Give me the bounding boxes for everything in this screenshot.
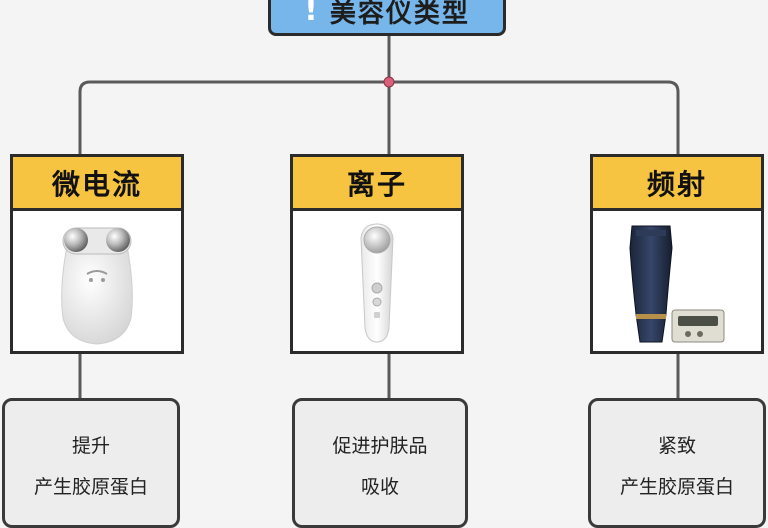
note-line: 产生胶原蛋白 — [33, 476, 148, 498]
connector-lines — [78, 36, 680, 398]
branch-card-radiofrequency: 频射 — [590, 154, 764, 354]
branch-card-microcurrent: 微电流 — [10, 154, 184, 354]
leaf-note-microcurrent: 提升 产生胶原蛋白 — [2, 398, 180, 528]
branch-image — [593, 211, 761, 354]
note-line: 紧致 — [657, 435, 696, 457]
root-title: 美容仪类型 — [329, 0, 470, 29]
root-node: ! 美容仪类型 — [268, 0, 506, 36]
branch-card-ion: 离子 — [290, 154, 464, 354]
branch-image — [293, 211, 461, 354]
ion-device-icon — [360, 222, 394, 343]
radiofrequency-device-icon — [629, 225, 725, 342]
note-line: 吸收 — [360, 476, 399, 498]
branch-title: 离子 — [293, 157, 461, 211]
microcurrent-device-icon — [61, 227, 133, 345]
note-line: 促进护肤品 — [332, 435, 428, 457]
branch-title: 频射 — [593, 157, 761, 211]
leaf-note-radiofrequency: 紧致 产生胶原蛋白 — [588, 398, 766, 528]
leaf-note-ion: 促进护肤品 吸收 — [292, 398, 468, 528]
exclamation-icon: ! — [304, 0, 318, 28]
branch-title: 微电流 — [13, 157, 181, 211]
note-line: 产生胶原蛋白 — [619, 476, 734, 498]
branch-bar — [78, 80, 680, 154]
junction-dot — [383, 76, 395, 88]
note-line: 提升 — [71, 435, 110, 457]
branch-image — [13, 211, 181, 354]
